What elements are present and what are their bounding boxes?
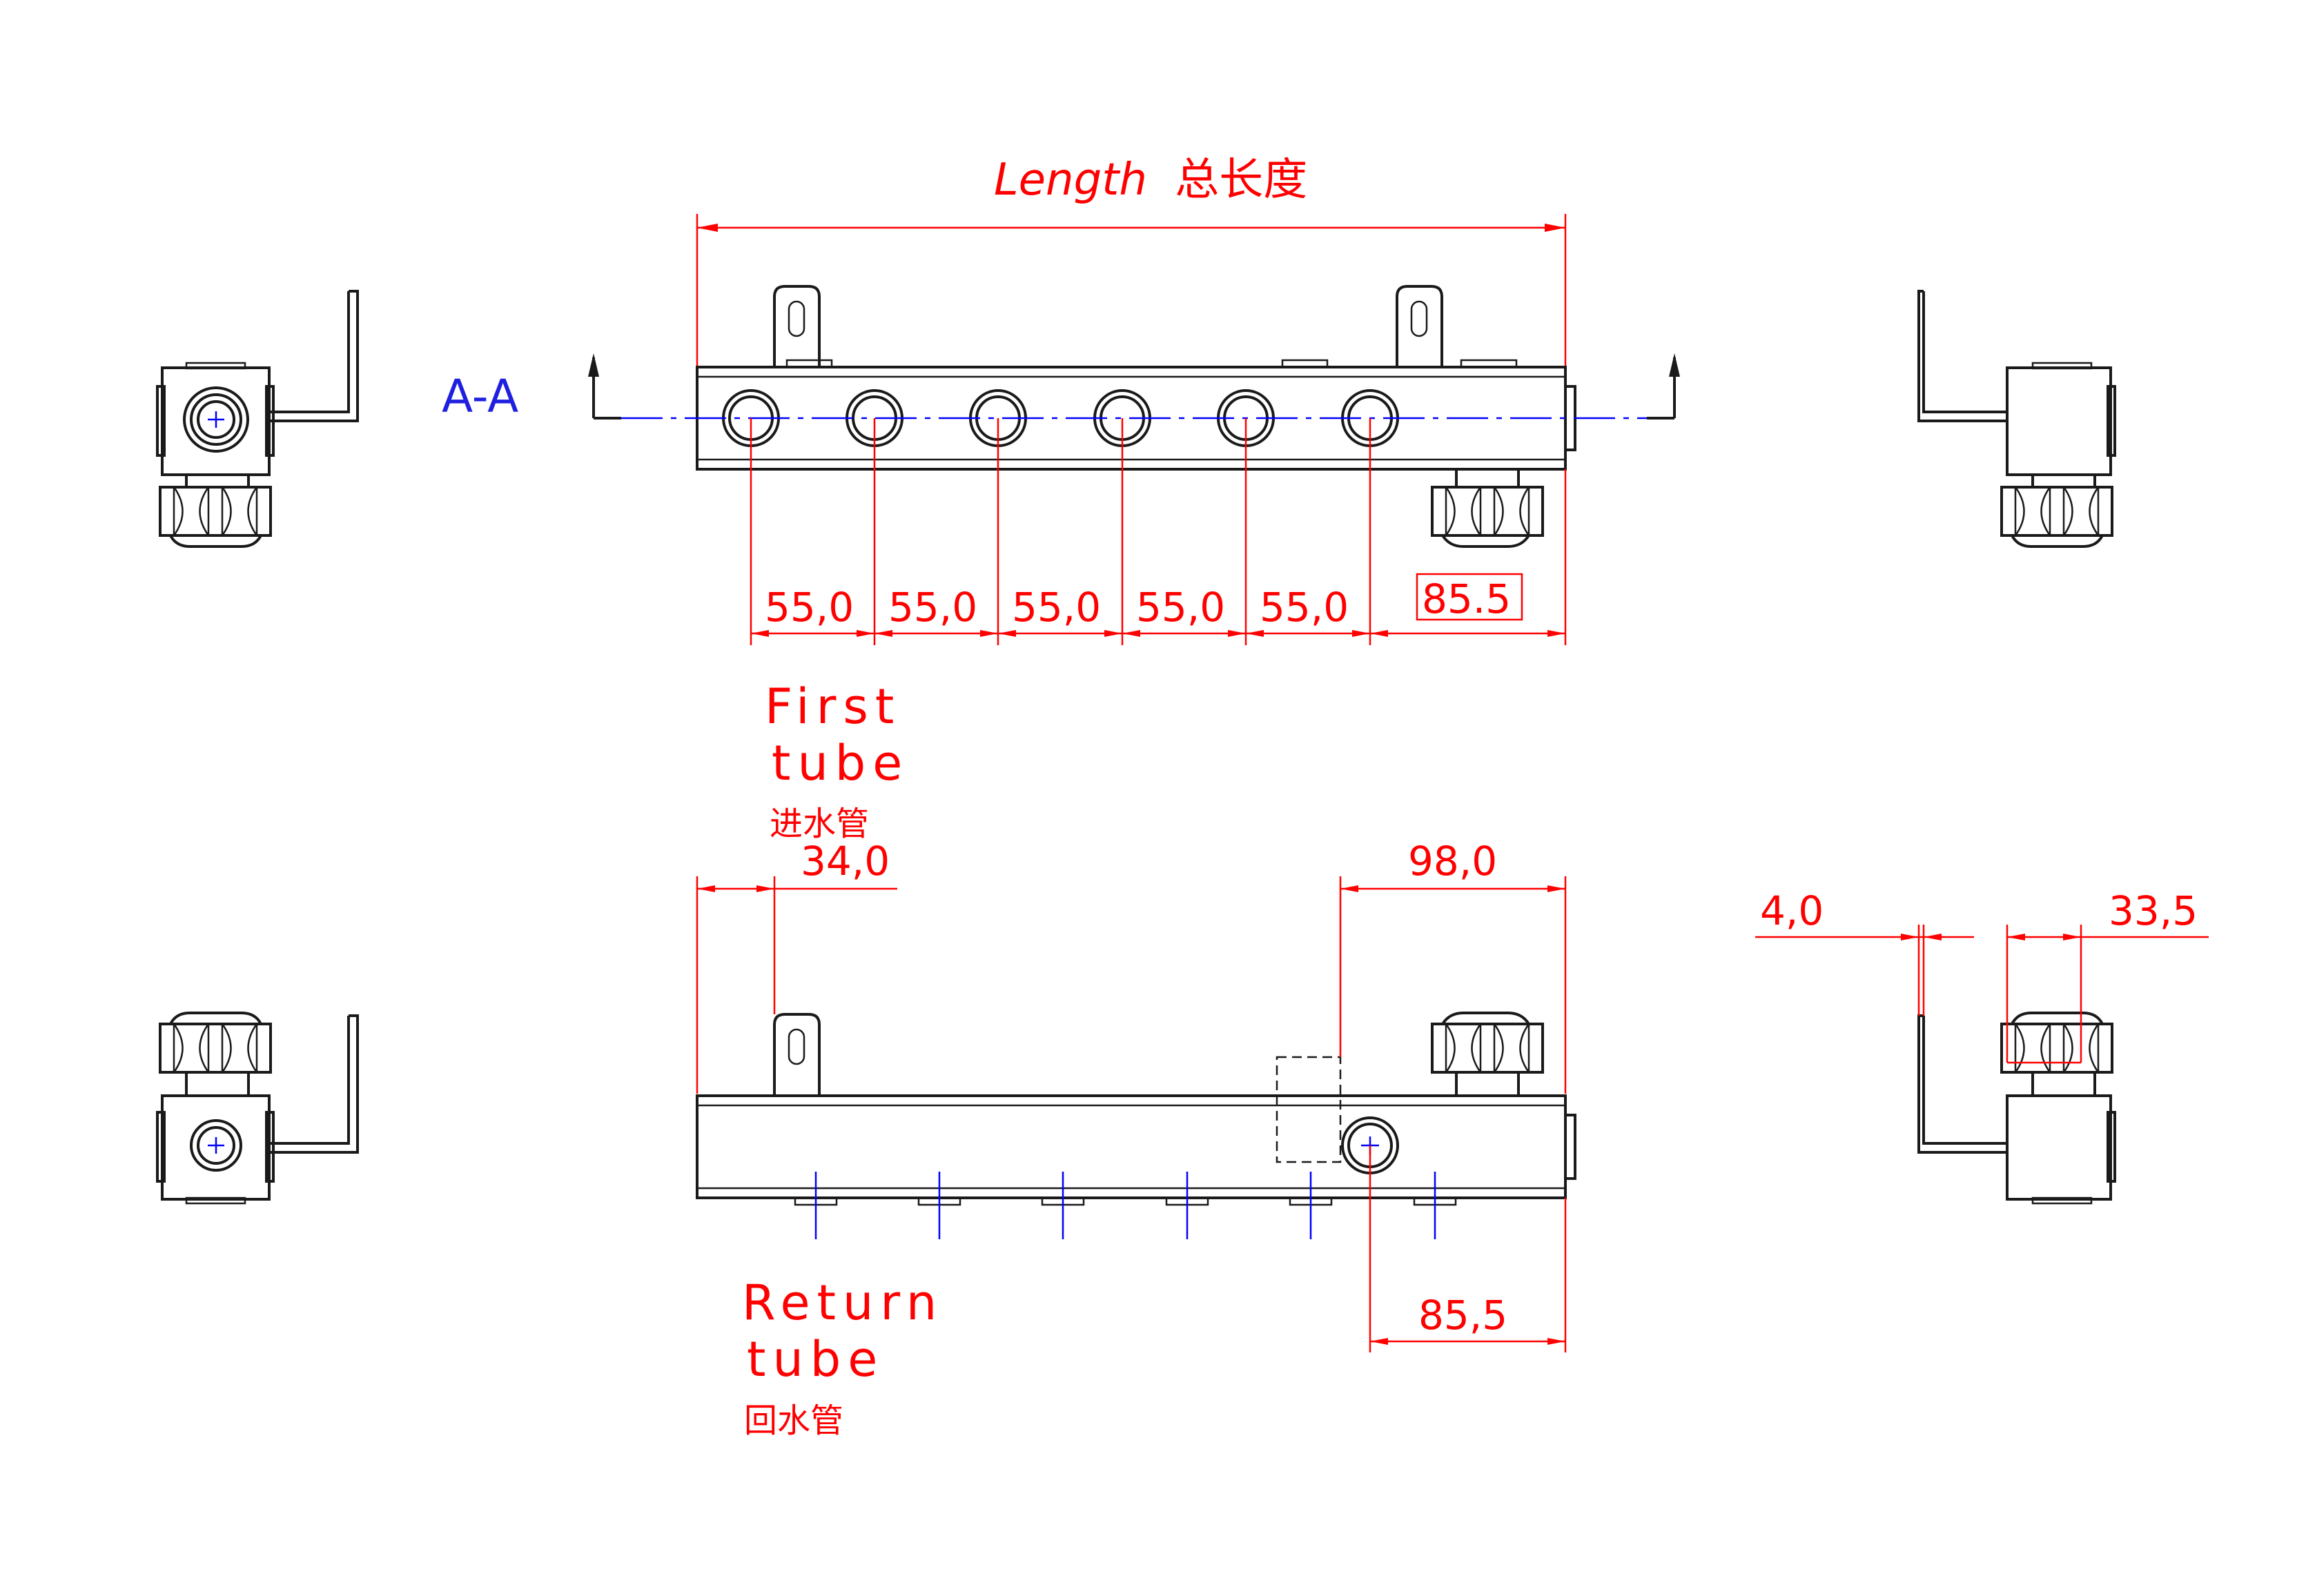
return-tube-line1: Return bbox=[742, 1274, 944, 1331]
end-view-top-left bbox=[156, 290, 359, 548]
bottom-end-dim: 85,5 bbox=[1418, 1292, 1507, 1339]
bottom-right-dim: 98,0 bbox=[1408, 838, 1497, 885]
outlet-stubs bbox=[794, 1172, 1457, 1239]
pitch-dim-4: 55,0 bbox=[1136, 584, 1225, 631]
pitch-dim-5: 55,0 bbox=[1260, 584, 1349, 631]
top-end-dim: 85.5 bbox=[1422, 575, 1511, 622]
side-dim-b: 33,5 bbox=[2109, 887, 2198, 934]
return-tube-cn: 回水管 bbox=[744, 1401, 843, 1440]
overall-length-label: Length 总长度 bbox=[994, 155, 1307, 206]
pitch-dim-2: 55,0 bbox=[888, 584, 977, 631]
bottom-dimensions bbox=[696, 876, 1567, 1352]
return-tube-line2: tube bbox=[747, 1331, 884, 1388]
overall-length-latin: Length bbox=[994, 155, 1147, 206]
end-view-top-right bbox=[1917, 290, 2116, 548]
first-tube-cn: 进水管 bbox=[770, 805, 869, 843]
top-dimensions bbox=[696, 214, 1567, 645]
first-tube-line1: First bbox=[765, 678, 901, 735]
first-tube-line2: tube bbox=[772, 735, 909, 791]
pitch-dim-1: 55,0 bbox=[765, 584, 854, 631]
bottom-left-dim: 34,0 bbox=[801, 838, 890, 885]
top-view bbox=[588, 285, 1680, 548]
side-dim-a: 4,0 bbox=[1760, 887, 1824, 934]
end-view-bottom-left bbox=[156, 1012, 359, 1205]
overall-length-cn: 总长度 bbox=[1175, 155, 1307, 206]
pitch-dim-3: 55,0 bbox=[1012, 584, 1101, 631]
bottom-view bbox=[696, 1012, 1576, 1239]
section-label: A-A bbox=[442, 370, 518, 423]
end-view-bottom-right bbox=[1755, 925, 2209, 1205]
